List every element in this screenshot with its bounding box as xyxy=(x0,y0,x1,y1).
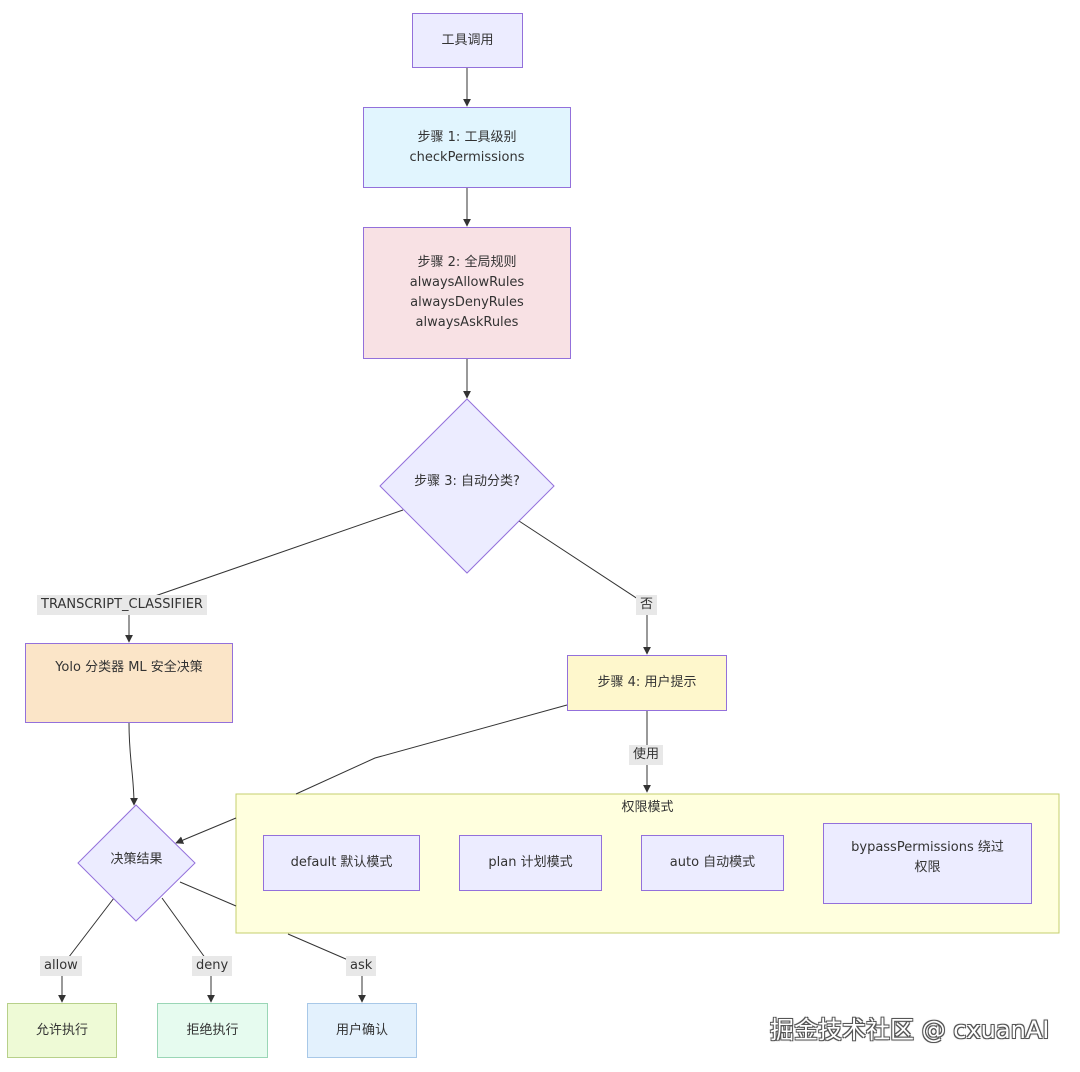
step4-label: 步骤 4: 用户提示 xyxy=(597,675,697,690)
decision-label: 决策结果 xyxy=(110,852,163,867)
decision-diamond xyxy=(77,804,196,922)
user-confirm-label: 用户确认 xyxy=(335,1022,388,1038)
allow-exec-node: 允许执行 xyxy=(7,1003,117,1058)
edge-label-allow: allow xyxy=(40,956,82,976)
edge-label-transcript: TRANSCRIPT_CLASSIFIER xyxy=(37,595,207,615)
step1-node: 步骤 1: 工具级别 checkPermissions xyxy=(363,107,571,188)
yolo-classifier-node: Yolo 分类器 ML 安全决策 xyxy=(25,643,233,723)
mode-default-label: default 默认模式 xyxy=(290,855,393,870)
mode-auto-node: auto 自动模式 xyxy=(641,835,784,891)
yolo-label: Yolo 分类器 ML 安全决策 xyxy=(55,660,203,675)
mode-bypass-line-1: bypassPermissions 绕过 xyxy=(851,840,1004,855)
tool-call-label: 工具调用 xyxy=(441,32,494,48)
step3-diamond xyxy=(379,398,555,574)
cluster-title: 权限模式 xyxy=(621,800,674,815)
step1-line-1: 步骤 1: 工具级别 xyxy=(417,129,517,145)
edge-label-no: 否 xyxy=(636,595,658,615)
edge-label-deny: deny xyxy=(192,956,233,976)
mode-auto-label: auto 自动模式 xyxy=(669,855,756,870)
edge-decision-to-ask xyxy=(179,881,237,907)
allow-exec-label: 允许执行 xyxy=(35,1022,88,1038)
step1-line-2: checkPermissions xyxy=(409,149,525,165)
edge-step3-to-yolo xyxy=(125,509,404,643)
edge-decision-to-deny xyxy=(161,897,215,1003)
deny-exec-node: 拒绝执行 xyxy=(157,1003,268,1058)
edge-label-ask: ask xyxy=(346,956,377,976)
edge-step4-to-decision xyxy=(295,704,568,795)
edge-decision-to-allow xyxy=(58,897,115,1003)
user-confirm-node: 用户确认 xyxy=(307,1003,417,1058)
mode-plan-label: plan 计划模式 xyxy=(488,855,573,870)
step2-node: 步骤 2: 全局规则 alwaysAllowRules alwaysDenyRu… xyxy=(363,227,571,359)
step4-node: 步骤 4: 用户提示 xyxy=(567,655,727,711)
step2-line-1: 步骤 2: 全局规则 xyxy=(417,255,517,270)
edge-step3-to-step4 xyxy=(518,520,651,655)
mode-bypass-line-2: 权限 xyxy=(914,860,941,875)
edge-yolo-to-decision xyxy=(128,722,138,806)
watermark: 掘金技术社区 @ cxuanAI xyxy=(770,1016,1050,1044)
step3-label: 步骤 3: 自动分类? xyxy=(414,474,520,489)
permission-mode-cluster: 权限模式 xyxy=(236,794,1059,933)
step2-line-3: alwaysDenyRules xyxy=(410,295,524,310)
mode-default-node: default 默认模式 xyxy=(263,835,420,891)
mode-bypass-node: bypassPermissions 绕过 权限 xyxy=(823,823,1032,904)
step2-line-4: alwaysAskRules xyxy=(415,315,519,330)
deny-exec-label: 拒绝执行 xyxy=(186,1022,239,1038)
tool-call-node: 工具调用 xyxy=(412,13,523,68)
mode-plan-node: plan 计划模式 xyxy=(459,835,602,891)
step2-line-2: alwaysAllowRules xyxy=(409,275,525,290)
edge-cluster-to-decision xyxy=(175,817,237,844)
edge-label-use: 使用 xyxy=(629,745,664,765)
